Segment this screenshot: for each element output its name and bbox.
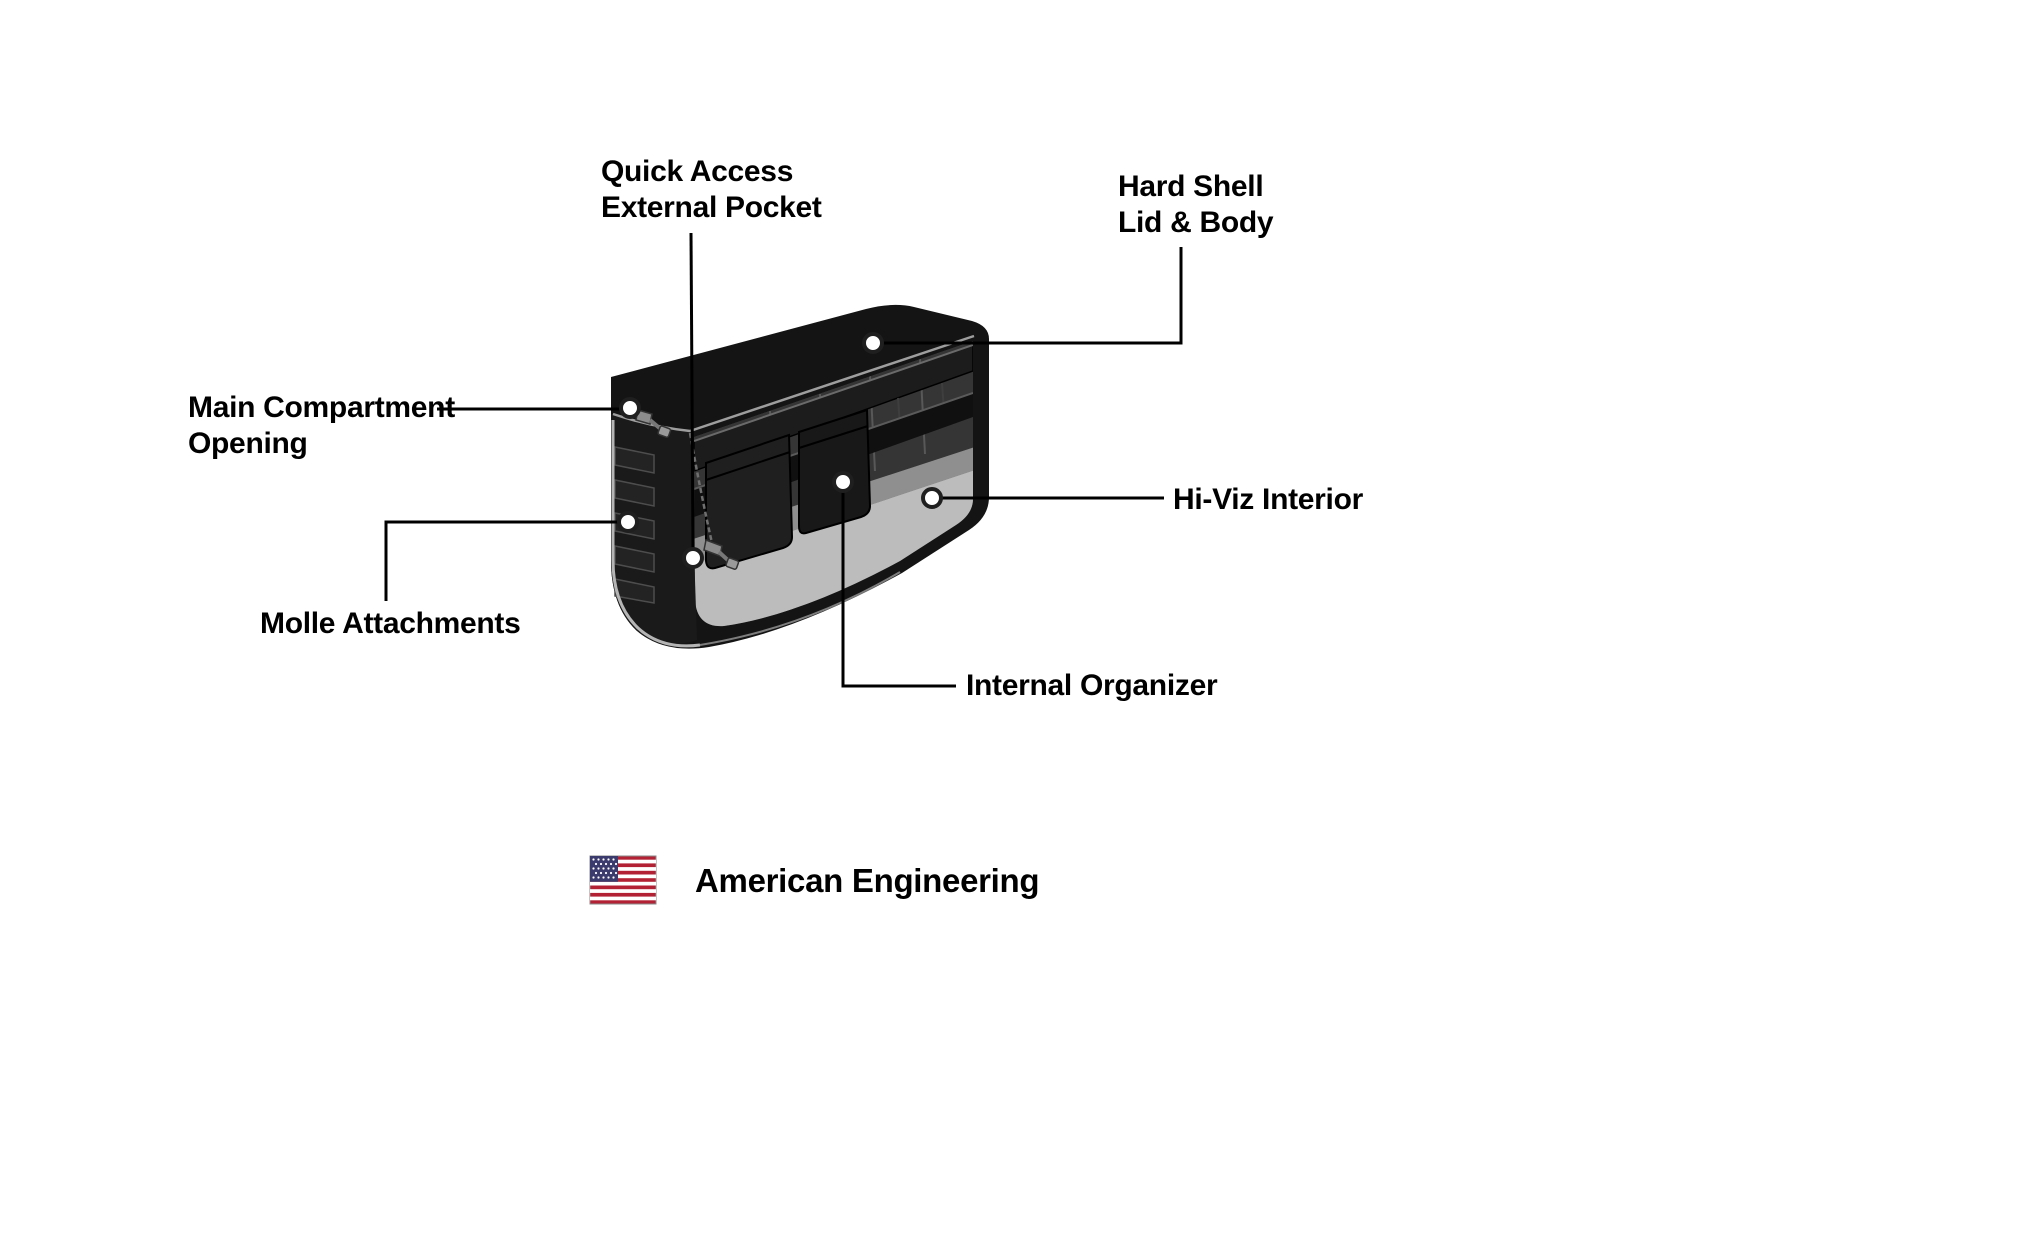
callout-dot-hard-shell bbox=[862, 332, 884, 354]
callout-line-hard-shell bbox=[882, 247, 1183, 345]
callout-line-internal-organizer bbox=[841, 491, 956, 688]
label-hi-viz-interior: Hi-Viz Interior bbox=[1173, 482, 1363, 518]
piping-trim-bottom bbox=[699, 571, 901, 646]
callout-line-quick-access bbox=[689, 232, 695, 550]
label-line: Hi-Viz Interior bbox=[1173, 483, 1363, 516]
callout-dot-main-compartment bbox=[619, 397, 641, 419]
label-line: Main Compartment bbox=[188, 391, 455, 424]
label-hard-shell-lid-body: Hard Shell Lid & Body bbox=[1118, 169, 1274, 241]
label-main-compartment-opening: Main Compartment Opening bbox=[188, 390, 455, 462]
footer-american-engineering: American Engineering bbox=[695, 862, 1040, 899]
callout-dots bbox=[617, 332, 943, 569]
label-line: Quick Access bbox=[601, 155, 794, 188]
callout-lines bbox=[384, 232, 1183, 688]
internal-organizer-pouches bbox=[705, 408, 872, 570]
molle-webbing bbox=[614, 446, 655, 604]
callout-line-molle bbox=[384, 520, 619, 601]
label-line: External Pocket bbox=[601, 191, 822, 224]
pocket-zipper-pull bbox=[703, 538, 740, 570]
label-line: Opening bbox=[188, 427, 308, 460]
callout-dot-hi-viz bbox=[921, 487, 943, 509]
label-quick-access-external-pocket: Quick Access External Pocket bbox=[601, 154, 822, 226]
label-line: Molle Attachments bbox=[260, 607, 521, 640]
main-zipper-pull bbox=[635, 409, 672, 438]
hi-viz-floor bbox=[694, 470, 973, 627]
us-flag-icon bbox=[589, 855, 657, 905]
label-molle-attachments: Molle Attachments bbox=[260, 606, 521, 642]
label-line: Hard Shell bbox=[1118, 170, 1264, 203]
label-line: Lid & Body bbox=[1118, 206, 1274, 239]
callout-dot-quick-access bbox=[682, 547, 704, 569]
piping-trim bbox=[611, 420, 701, 648]
label-line: Internal Organizer bbox=[966, 669, 1218, 702]
callout-dot-internal-organizer bbox=[832, 471, 854, 493]
label-internal-organizer: Internal Organizer bbox=[966, 668, 1218, 704]
saddlebag-illustration bbox=[611, 304, 989, 649]
callout-dot-molle bbox=[617, 511, 639, 533]
